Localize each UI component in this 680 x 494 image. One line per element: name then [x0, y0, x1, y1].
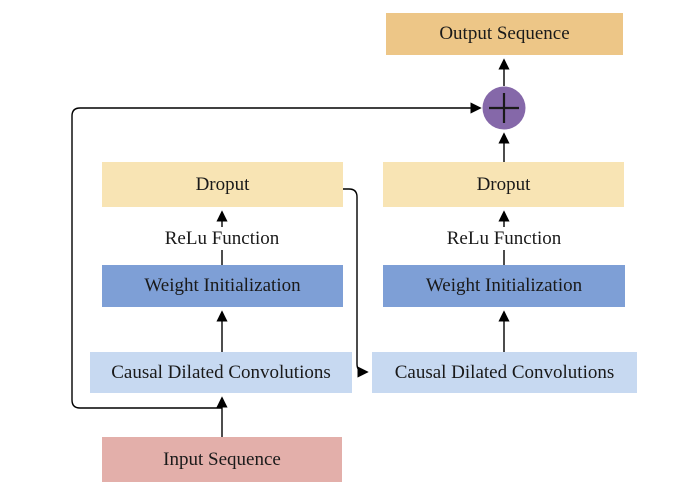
- causal-dilated-convolutions-box-right: Causal Dilated Convolutions: [372, 352, 637, 393]
- dropout-box-left: Droput: [102, 162, 343, 207]
- weight-initialization-box-left: Weight Initialization: [102, 265, 343, 307]
- connector-dropout-left-to-conv-right: [343, 188, 369, 378]
- output-sequence-box: Output Sequence: [386, 13, 623, 55]
- relu-label-left: ReLu Function: [160, 227, 284, 250]
- input-sequence-box: Input Sequence: [102, 437, 342, 482]
- causal-dilated-convolutions-box-left: Causal Dilated Convolutions: [90, 352, 352, 393]
- plus-icon: [489, 93, 519, 123]
- weight-initialization-box-right: Weight Initialization: [383, 265, 625, 307]
- dropout-box-right: Droput: [383, 162, 624, 207]
- relu-label-right: ReLu Function: [442, 227, 566, 250]
- skip-connection-line: [71, 102, 482, 409]
